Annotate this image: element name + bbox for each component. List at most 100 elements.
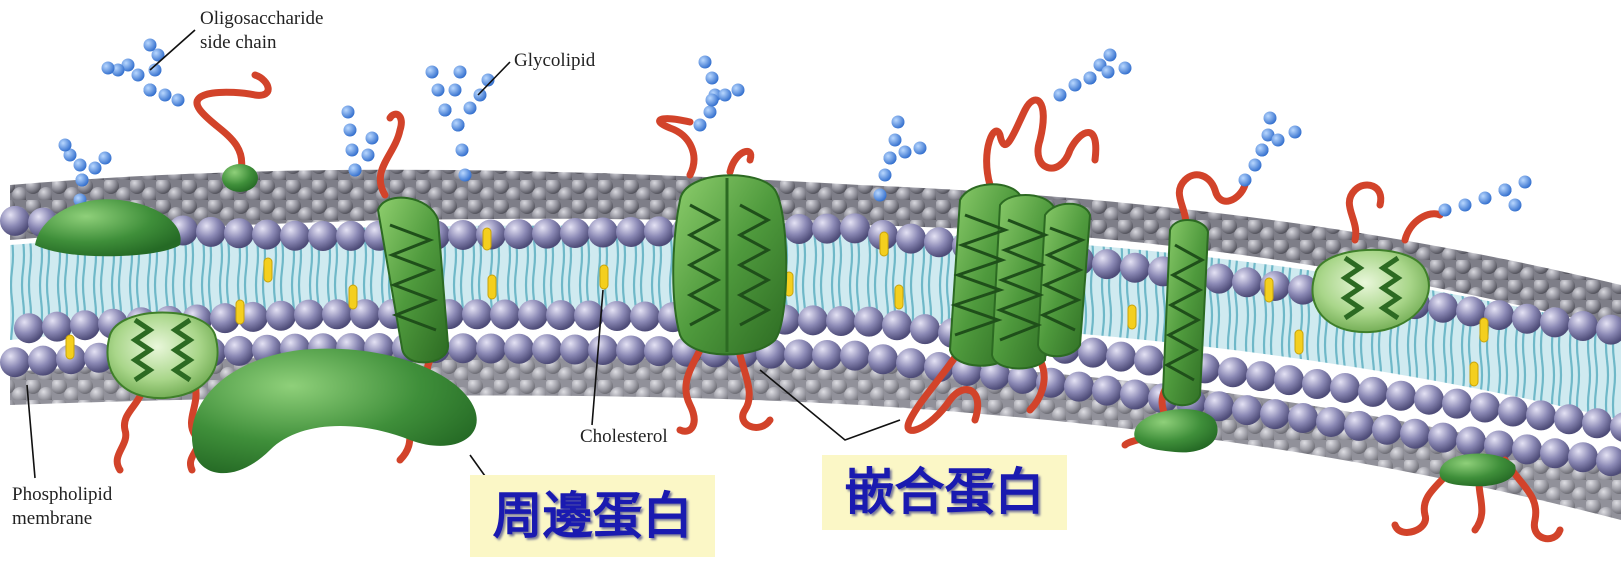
phospholipid-head — [280, 221, 310, 251]
sugar-bead — [1479, 192, 1492, 205]
integral-protein-barrel-center — [673, 175, 786, 354]
phospholipid-head — [1204, 264, 1234, 294]
phospholipid-head — [1568, 442, 1598, 472]
phospholipid-head — [826, 306, 856, 336]
cholesterol-label: Cholesterol — [580, 426, 668, 448]
phospholipid-head — [588, 335, 618, 365]
phospholipid-head — [1232, 267, 1262, 297]
sugar-bead — [1289, 126, 1302, 139]
phospholipid-head — [490, 299, 520, 329]
sugar-bead — [144, 84, 157, 97]
phospholipid-head — [336, 221, 366, 251]
sugar-bead — [439, 104, 452, 117]
phospholipid-head — [784, 339, 814, 369]
phospholipid-head — [1470, 393, 1500, 423]
phospholipid-head — [224, 218, 254, 248]
sugar-bead — [474, 89, 487, 102]
peripheral-protein-caption: 周邊蛋白 — [470, 475, 715, 557]
phospholipid-head — [1540, 438, 1570, 468]
phospholipid-head — [546, 300, 576, 330]
phospholipid-head — [644, 336, 674, 366]
sugar-bead — [172, 94, 185, 107]
phospholipid-head — [1540, 307, 1570, 337]
sugar-bead — [1256, 144, 1269, 157]
phospholipid-head — [1414, 385, 1444, 415]
phospholipid-head — [476, 333, 506, 363]
phospholipid-head — [1512, 304, 1542, 334]
phospholipid-head — [1218, 357, 1248, 387]
sugar-bead — [719, 89, 732, 102]
phospholipid-head — [322, 299, 352, 329]
phospholipid-head — [1400, 419, 1430, 449]
phospholipid-head — [448, 220, 478, 250]
phospholipid-head — [1274, 365, 1304, 395]
phospholipid-head — [644, 216, 674, 246]
sugar-bead — [694, 119, 707, 132]
sugar-bead — [732, 84, 745, 97]
phospholipid-head — [1134, 346, 1164, 376]
sugar-bead — [59, 139, 72, 152]
sugar-bead — [1054, 89, 1067, 102]
sugar-bead — [89, 162, 102, 175]
phospholipid-head — [882, 310, 912, 340]
sugar-bead — [704, 106, 717, 119]
phospholipid-head — [840, 341, 870, 371]
phospholipid-head — [588, 218, 618, 248]
phospholipid-head — [1428, 293, 1458, 323]
phospholipid-head — [1456, 427, 1486, 457]
sugar-bead — [1239, 174, 1252, 187]
phospholipid-head — [532, 334, 562, 364]
phospholipid-head — [1288, 403, 1318, 433]
phospholipid-head — [308, 221, 338, 251]
phospholipid-head — [854, 307, 884, 337]
phospholipid-head — [1512, 434, 1542, 464]
sugar-bead — [1459, 199, 1472, 212]
phospholipid-head — [266, 301, 296, 331]
sugar-bead — [74, 159, 87, 172]
sugar-bead — [1249, 159, 1262, 172]
sugar-bead — [464, 102, 477, 115]
sugar-bead — [426, 66, 439, 79]
phospholipid-head — [560, 218, 590, 248]
sugar-bead — [1102, 66, 1115, 79]
phospholipid-head — [868, 344, 898, 374]
phospholipid-head — [462, 299, 492, 329]
phospholipid-head — [1232, 395, 1262, 425]
sugar-bead — [879, 169, 892, 182]
phospholipid-head — [252, 220, 282, 250]
sugar-bead — [459, 169, 472, 182]
phospholipid-head — [896, 348, 926, 378]
barrel-protein-left — [107, 313, 217, 399]
sugar-bead — [1509, 199, 1522, 212]
phospholipid-head — [1498, 396, 1528, 426]
phospholipid-head — [1302, 369, 1332, 399]
phospholipid-head — [1358, 377, 1388, 407]
phospholipid-head — [1092, 376, 1122, 406]
phospholipid-head — [518, 300, 548, 330]
phospholipid-head — [1120, 380, 1150, 410]
sugar-bead — [1104, 49, 1117, 62]
phospholipid-head — [28, 346, 58, 376]
phospholipid-head — [1372, 415, 1402, 445]
sugar-bead — [892, 116, 905, 129]
oligosaccharide-label: Oligosaccharide — [200, 8, 323, 30]
sugar-bead — [1519, 176, 1532, 189]
membrane-label: membrane — [12, 508, 92, 530]
side-chain-label: side chain — [200, 32, 277, 54]
phospholipid-label: Phospholipid — [12, 484, 112, 506]
sugar-bead — [1069, 79, 1082, 92]
phospholipid-head — [14, 313, 44, 343]
sugar-bead — [1272, 134, 1285, 147]
sugar-bead — [342, 106, 355, 119]
phospholipid-head — [812, 340, 842, 370]
phospholipid-head — [840, 213, 870, 243]
phospholipid-head — [560, 335, 590, 365]
sugar-bead — [1119, 62, 1132, 75]
phospholipid-head — [924, 227, 954, 257]
phospholipid-head — [630, 302, 660, 332]
phospholipid-head — [616, 217, 646, 247]
phospholipid-head — [1554, 404, 1584, 434]
sugar-bead — [76, 174, 89, 187]
phospholipid-head — [1260, 399, 1290, 429]
